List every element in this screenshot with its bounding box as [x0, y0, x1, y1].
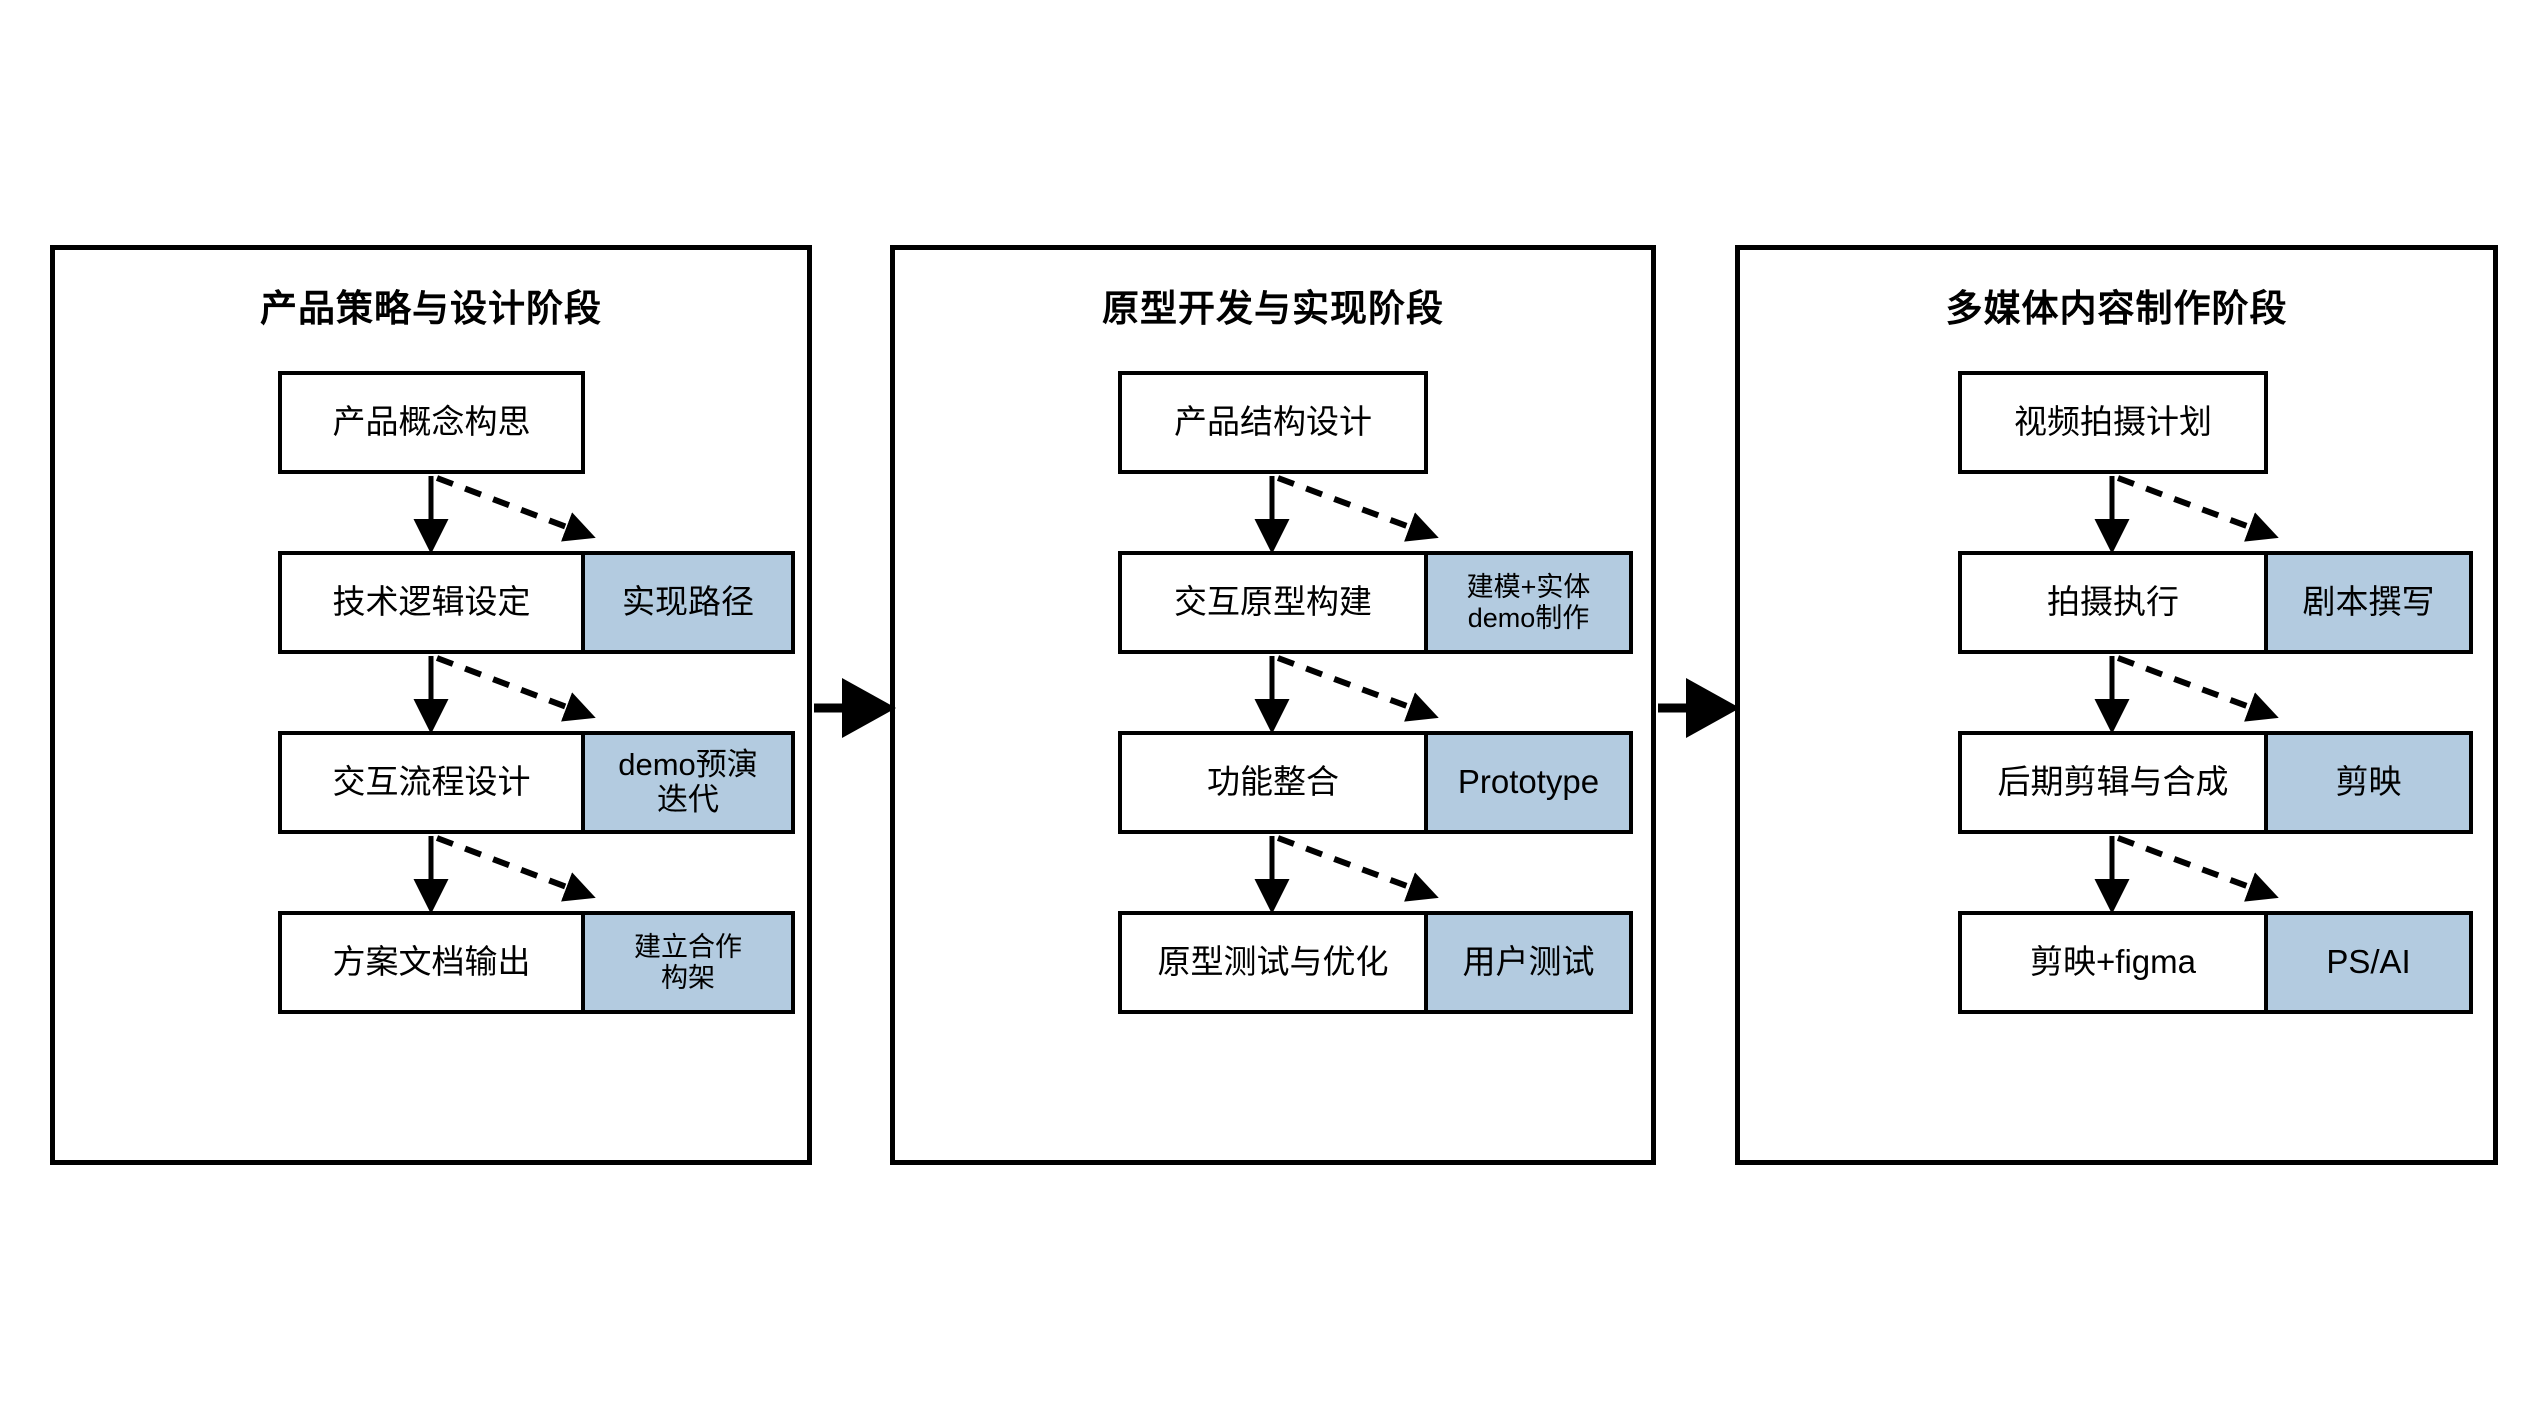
panel-3-row-3: 后期剪辑与合成 剪映 — [1958, 731, 2473, 834]
phase-panel-3-title: 多媒体内容制作阶段 — [1945, 288, 2288, 329]
step-box[interactable]: 方案文档输出 — [278, 911, 585, 1014]
step-box[interactable]: 功能整合 — [1118, 731, 1428, 834]
step-box[interactable]: 产品概念构思 — [278, 371, 585, 474]
panel-3-row-1: 视频拍摄计划 — [1958, 371, 2268, 474]
panel-1-row-3: 交互流程设计 demo预演 迭代 — [278, 731, 795, 834]
panel-3-row-4: 剪映+figma PS/AI — [1958, 911, 2473, 1014]
tool-box[interactable]: 剧本撰写 — [2264, 551, 2473, 654]
panel-3-row-2: 拍摄执行 剧本撰写 — [1958, 551, 2473, 654]
phase-panel-2-title: 原型开发与实现阶段 — [1102, 288, 1444, 329]
panel-connector-1-2 — [814, 678, 896, 738]
step-box[interactable]: 交互流程设计 — [278, 731, 585, 834]
tool-box[interactable]: 剪映 — [2264, 731, 2473, 834]
step-box[interactable]: 原型测试与优化 — [1118, 911, 1428, 1014]
step-box[interactable]: 产品结构设计 — [1118, 371, 1428, 474]
step-box[interactable]: 剪映+figma — [1958, 911, 2268, 1014]
step-box[interactable]: 交互原型构建 — [1118, 551, 1428, 654]
panel-1-row-1: 产品概念构思 — [278, 371, 585, 474]
panel-2-row-4: 原型测试与优化 用户测试 — [1118, 911, 1633, 1014]
phase-panel-1-title: 产品策略与设计阶段 — [260, 288, 602, 329]
panel-1-row-4: 方案文档输出 建立合作 构架 — [278, 911, 795, 1014]
tool-box[interactable]: Prototype — [1424, 731, 1633, 834]
tool-box[interactable]: demo预演 迭代 — [581, 731, 795, 834]
step-box[interactable]: 拍摄执行 — [1958, 551, 2268, 654]
panel-2-row-3: 功能整合 Prototype — [1118, 731, 1633, 834]
tool-box[interactable]: 实现路径 — [581, 551, 795, 654]
panel-2-row-1: 产品结构设计 — [1118, 371, 1428, 474]
tool-box[interactable]: 建立合作 构架 — [581, 911, 795, 1014]
tool-box[interactable]: 用户测试 — [1424, 911, 1633, 1014]
step-box[interactable]: 技术逻辑设定 — [278, 551, 585, 654]
tool-box[interactable]: PS/AI — [2264, 911, 2473, 1014]
step-box[interactable]: 视频拍摄计划 — [1958, 371, 2268, 474]
panel-2-row-2: 交互原型构建 建模+实体 demo制作 — [1118, 551, 1633, 654]
panel-connector-2-3 — [1658, 678, 1740, 738]
step-box[interactable]: 后期剪辑与合成 — [1958, 731, 2268, 834]
panel-1-row-2: 技术逻辑设定 实现路径 — [278, 551, 795, 654]
tool-box[interactable]: 建模+实体 demo制作 — [1424, 551, 1633, 654]
